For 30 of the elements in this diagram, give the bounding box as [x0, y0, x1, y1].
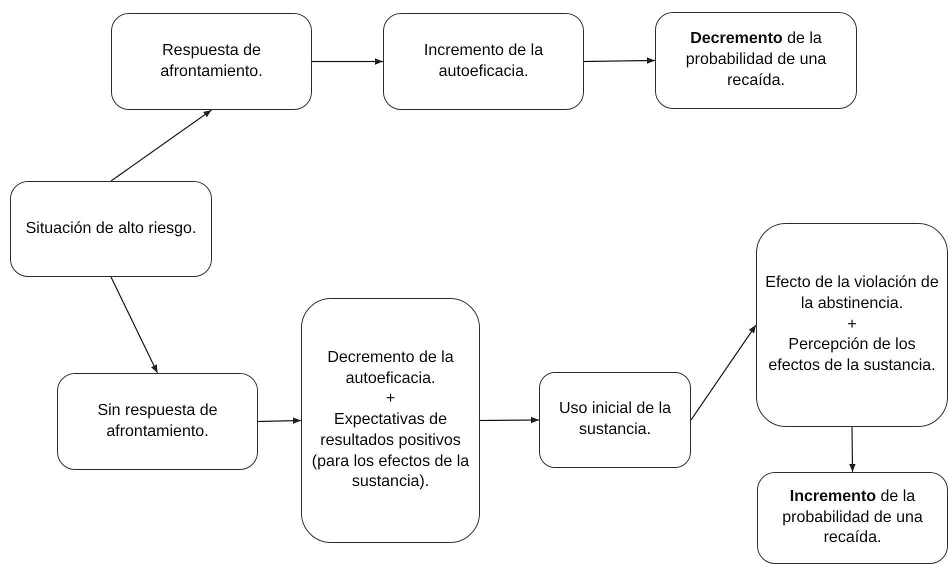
node-text: Decremento de la probabilidad de una recaída.	[684, 29, 828, 91]
node-text: Uso inicial de la sustancia.	[558, 399, 672, 440]
process-box	[655, 12, 857, 109]
process-box	[111, 13, 312, 110]
arrow	[110, 110, 212, 182]
arrow	[849, 427, 856, 472]
process-box	[757, 472, 948, 564]
process-box	[10, 181, 212, 277]
node-text: Decremento de la autoeficacia.	[326, 348, 455, 388]
process-box	[539, 372, 691, 468]
node-text: Expectativas de resultados positivos (para los efectos de la sustancia).	[310, 410, 470, 492]
node-text: Situación de alto riesgo.	[26, 218, 196, 239]
arrow	[480, 416, 539, 424]
arrow	[258, 417, 302, 424]
node-text: +	[847, 314, 857, 335]
node-text: Incremento de la probabilidad de una recaída.	[781, 486, 924, 548]
process-box	[756, 223, 948, 427]
node-text: Incremento de la autoeficacia.	[422, 40, 544, 82]
process-box	[57, 373, 258, 470]
node-text: +	[386, 389, 396, 410]
node-text: Respuesta de afrontamiento.	[159, 40, 264, 82]
node-text: Sin respuesta de afrontamiento.	[96, 400, 219, 442]
arrow	[584, 57, 655, 64]
process-box	[301, 298, 480, 543]
arrow	[690, 324, 756, 420]
node-text: Efecto de la violación de la abstinencia.	[765, 273, 939, 314]
process-box	[383, 13, 584, 110]
arrow	[110, 276, 158, 374]
arrow	[312, 58, 383, 65]
node-text: Percepción de los efectos de la sustancia.	[767, 335, 937, 376]
